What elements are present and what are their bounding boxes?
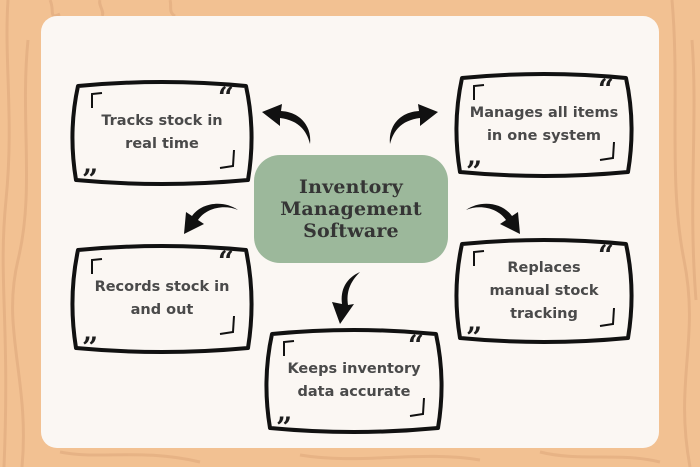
- bubble-replaces-manual: “ ” Replaces manual stock tracking: [454, 238, 634, 352]
- bubble-text: Manages all items in one system: [469, 105, 619, 144]
- center-node: Inventory Management Software: [254, 155, 448, 263]
- arrow-to-mid-left-icon: [184, 203, 238, 234]
- bubble-frame: [454, 238, 634, 344]
- open-quote-icon: “: [217, 81, 234, 114]
- close-quote-icon: ”: [82, 331, 99, 364]
- bubble-frame: [264, 328, 444, 434]
- arrow-to-bottom-icon: [332, 272, 360, 324]
- bubble-records-stock: “ ” Records stock in and out: [70, 244, 254, 362]
- arrow-to-top-left-icon: [262, 104, 311, 144]
- center-title: Inventory Management Software: [280, 176, 422, 242]
- close-quote-icon: ”: [276, 411, 293, 444]
- bubble-text: Records stock in and out: [94, 279, 230, 318]
- close-quote-icon: ”: [82, 163, 99, 196]
- bubble-text: Keeps inventory data accurate: [287, 361, 421, 400]
- open-quote-icon: “: [597, 73, 614, 106]
- bubble-manages-items: “ ” Manages all items in one system: [454, 72, 634, 186]
- open-quote-icon: “: [597, 239, 614, 272]
- bubble-keeps-accurate: “ ” Keeps inventory data accurate: [264, 328, 444, 442]
- close-quote-icon: ”: [466, 155, 483, 188]
- bubble-frame: [70, 244, 254, 354]
- bubble-frame: [454, 72, 634, 178]
- arrow-to-top-right-icon: [389, 104, 438, 144]
- open-quote-icon: “: [217, 245, 234, 278]
- arrow-to-mid-right-icon: [466, 203, 520, 234]
- bubble-text: Tracks stock in real time: [101, 113, 223, 152]
- close-quote-icon: ”: [466, 321, 483, 354]
- bubble-tracks-stock: “ ” Tracks stock in real time: [70, 80, 254, 194]
- bubble-text: Replaces manual stock tracking: [489, 259, 599, 322]
- open-quote-icon: “: [407, 329, 424, 362]
- bubble-frame: [70, 80, 254, 186]
